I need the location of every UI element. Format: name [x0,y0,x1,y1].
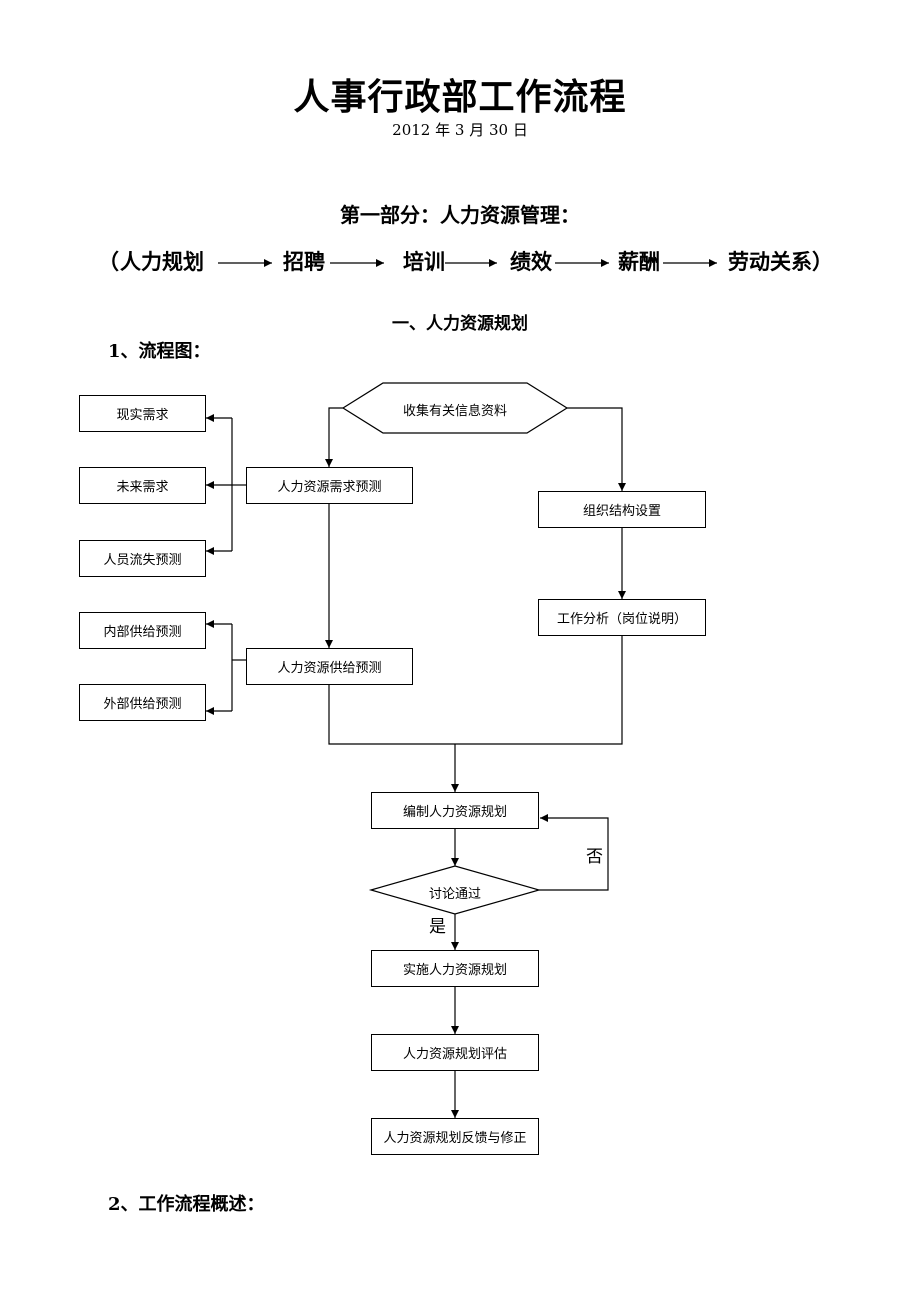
connector-collect-org [567,407,626,491]
evaluate-plan-label: 人力资源规划评估 [402,1047,507,1062]
chain-step-recruiting: 招聘 [283,249,325,274]
connector-supply-merge [328,636,623,745]
org-structure-box: 组织结构设置 [538,491,706,528]
feedback-plan-label: 人力资源规划反馈与修正 [383,1131,527,1146]
supply-forecast-box: 人力资源供给预测 [246,648,413,685]
future-demand-box: 未来需求 [79,467,206,504]
chain-step-performance: 绩效 [510,249,552,274]
compile-plan-box: 编制人力资源规划 [371,792,539,829]
document-title: 人事行政部工作流程 [293,76,627,118]
feedback-plan-box: 人力资源规划反馈与修正 [371,1118,539,1155]
compile-plan-label: 编制人力资源规划 [402,805,507,820]
external-supply-label: 外部供给预测 [103,697,182,712]
demand-forecast-label: 人力资源需求预测 [277,480,382,495]
connector-collect-demand [325,407,343,467]
attrition-forecast-box: 人员流失预测 [79,540,206,577]
implement-plan-box: 实施人力资源规划 [371,950,539,987]
evaluate-plan-box: 人力资源规划评估 [371,1034,539,1071]
yes-label: 是 [429,917,446,937]
part-heading: 第一部分：人力资源管理： [340,203,580,227]
real-demand-box: 现实需求 [79,395,206,432]
internal-supply-label: 内部供给预测 [103,625,182,640]
section-heading: 一、人力资源规划 [392,314,528,334]
chain-step-planning: 人力规划 [120,249,204,274]
chain-step-labor-relations: 劳动关系 [728,249,812,274]
no-label: 否 [586,847,603,867]
subheading-overview: 2、工作流程概述： [108,1194,265,1215]
discuss-label: 讨论通过 [428,887,481,902]
supply-forecast-label: 人力资源供给预测 [277,661,382,676]
attrition-forecast-label: 人员流失预测 [103,553,182,568]
internal-supply-box: 内部供给预测 [79,612,206,649]
implement-plan-label: 实施人力资源规划 [402,963,507,978]
job-analysis-label: 工作分析（岗位说明） [556,612,687,627]
chain-step-training: 培训 [403,249,445,274]
collect-label: 收集有关信息资料 [402,404,507,419]
chain-step-salary: 薪酬 [618,249,660,274]
chain-open-paren: （ [98,249,119,274]
subheading-flowchart: 1、流程图： [108,341,211,362]
demand-forecast-box: 人力资源需求预测 [246,467,413,504]
future-demand-label: 未来需求 [116,480,169,495]
chain-close-paren: ） [812,249,833,274]
org-structure-label: 组织结构设置 [582,504,661,519]
connector-no-loop [539,814,609,891]
job-analysis-box: 工作分析（岗位说明） [538,599,706,636]
real-demand-label: 现实需求 [116,408,169,423]
document-date: 2012 年 3 月 30 日 [392,121,528,139]
external-supply-box: 外部供给预测 [79,684,206,721]
